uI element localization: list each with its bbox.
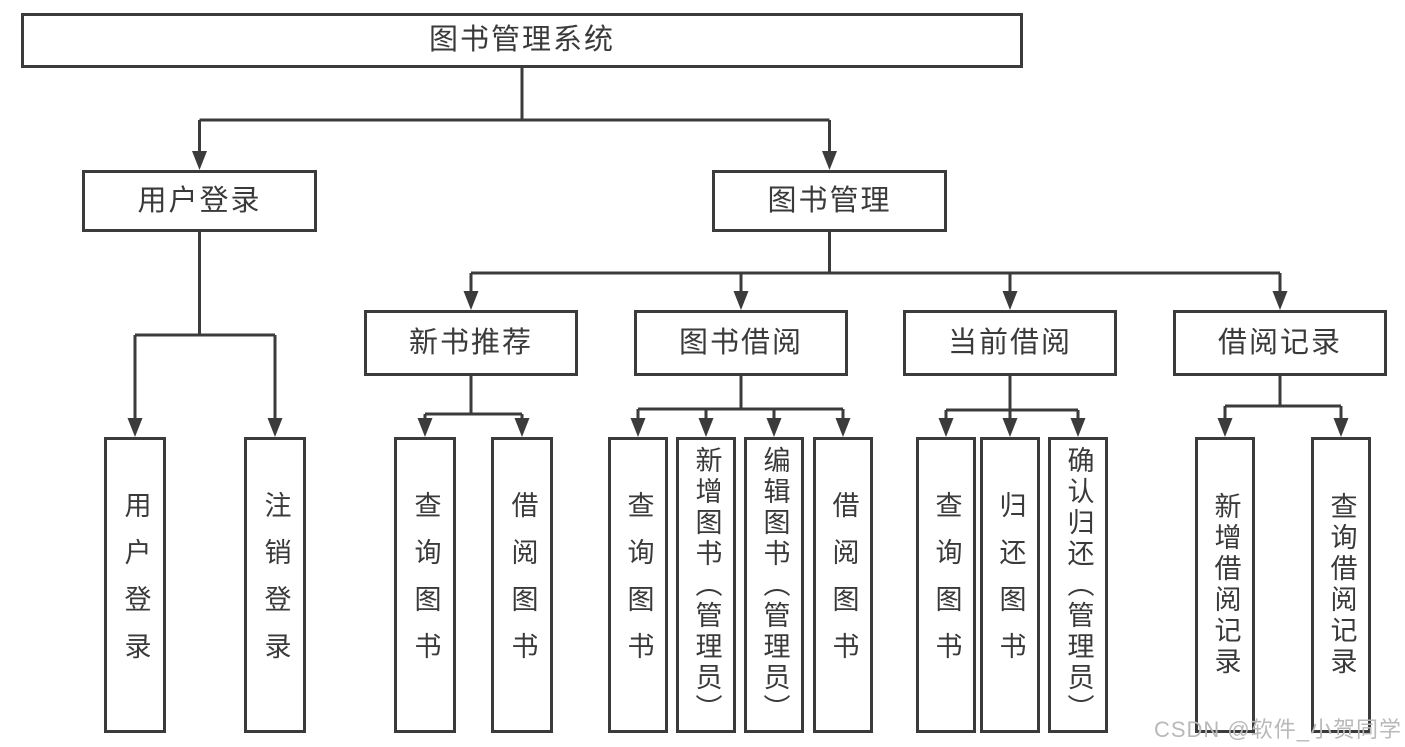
arrowhead bbox=[1217, 418, 1233, 437]
arrowhead bbox=[698, 418, 714, 437]
node-label-root: 图书管理系统 bbox=[428, 24, 615, 56]
node-label-leaf-bw-borrow: 借阅图书 bbox=[828, 491, 859, 679]
node-leaf-logout: 注销登录 bbox=[244, 437, 306, 733]
node-label-login: 用户登录 bbox=[137, 184, 262, 217]
node-label-leaf-bw-add: 新增图书（管理员） bbox=[691, 445, 722, 725]
node-label-newbook: 新书推荐 bbox=[408, 326, 533, 359]
arrowhead bbox=[1070, 418, 1086, 437]
node-current: 当前借阅 bbox=[903, 310, 1117, 376]
node-label-mgmt: 图书管理 bbox=[767, 184, 892, 217]
arrowhead bbox=[630, 418, 646, 437]
arrowhead bbox=[938, 418, 954, 437]
watermark: CSDN @软件_小贺同学 bbox=[1153, 717, 1402, 742]
node-label-records: 借阅记录 bbox=[1217, 326, 1342, 359]
node-leaf-rec-add: 新增借阅记录 bbox=[1195, 437, 1255, 733]
arrowhead bbox=[766, 418, 782, 437]
arrowhead bbox=[733, 291, 749, 310]
arrowhead bbox=[835, 418, 851, 437]
arrowhead bbox=[463, 291, 479, 310]
node-leaf-login: 用户登录 bbox=[104, 437, 166, 733]
node-mgmt: 图书管理 bbox=[712, 170, 947, 232]
node-leaf-cur-return: 归还图书 bbox=[980, 437, 1040, 733]
arrowhead bbox=[1333, 418, 1349, 437]
node-newbook: 新书推荐 bbox=[364, 310, 578, 376]
node-label-leaf-nb-query: 查询图书 bbox=[410, 491, 441, 679]
node-leaf-rec-query: 查询借阅记录 bbox=[1311, 437, 1371, 733]
node-login: 用户登录 bbox=[82, 170, 317, 232]
arrowhead bbox=[1002, 291, 1018, 310]
node-label-borrow: 图书借阅 bbox=[678, 326, 803, 359]
node-records: 借阅记录 bbox=[1173, 310, 1387, 376]
node-label-leaf-cur-query: 查询图书 bbox=[931, 491, 962, 679]
node-leaf-bw-query: 查询图书 bbox=[608, 437, 668, 733]
node-label-current: 当前借阅 bbox=[947, 326, 1072, 359]
node-label-leaf-rec-query: 查询借阅记录 bbox=[1326, 492, 1357, 678]
arrowhead bbox=[192, 151, 207, 170]
arrowhead bbox=[417, 418, 433, 437]
node-leaf-nb-borrow: 借阅图书 bbox=[491, 437, 553, 733]
node-label-leaf-bw-edit: 编辑图书（管理员） bbox=[759, 445, 790, 725]
node-label-leaf-rec-add: 新增借阅记录 bbox=[1210, 492, 1241, 678]
node-label-leaf-nb-borrow: 借阅图书 bbox=[507, 491, 538, 679]
node-leaf-nb-query: 查询图书 bbox=[394, 437, 456, 733]
node-borrow: 图书借阅 bbox=[634, 310, 848, 376]
arrowhead bbox=[514, 418, 530, 437]
node-leaf-cur-query: 查询图书 bbox=[916, 437, 976, 733]
node-leaf-bw-add: 新增图书（管理员） bbox=[676, 437, 736, 733]
arrowhead bbox=[267, 418, 283, 437]
node-label-leaf-bw-query: 查询图书 bbox=[623, 491, 654, 679]
node-label-leaf-cur-confirm: 确认归还（管理员） bbox=[1063, 445, 1094, 725]
arrowhead bbox=[822, 151, 837, 170]
node-leaf-cur-confirm: 确认归还（管理员） bbox=[1048, 437, 1108, 733]
node-label-leaf-logout: 注销登录 bbox=[260, 491, 291, 679]
connector-path bbox=[133, 68, 1343, 421]
node-leaf-bw-edit: 编辑图书（管理员） bbox=[744, 437, 804, 733]
node-root: 图书管理系统 bbox=[21, 13, 1023, 68]
arrowhead bbox=[1272, 291, 1288, 310]
node-label-leaf-login: 用户登录 bbox=[120, 491, 151, 679]
arrowhead bbox=[1002, 418, 1018, 437]
node-leaf-bw-borrow: 借阅图书 bbox=[813, 437, 873, 733]
arrowhead bbox=[127, 418, 143, 437]
node-label-leaf-cur-return: 归还图书 bbox=[995, 491, 1026, 679]
